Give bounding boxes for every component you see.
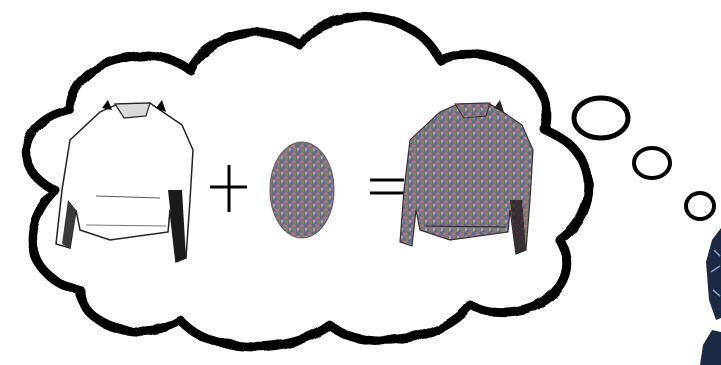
thought-dot-icon [574, 98, 628, 138]
equals-symbol: = [0, 0, 1, 1]
pattern-oval-icon [270, 142, 334, 238]
person-icon [700, 228, 721, 365]
plus-symbol: + [0, 0, 1, 1]
thought-dot-icon [686, 193, 714, 219]
thought-dot-icon [634, 148, 670, 178]
